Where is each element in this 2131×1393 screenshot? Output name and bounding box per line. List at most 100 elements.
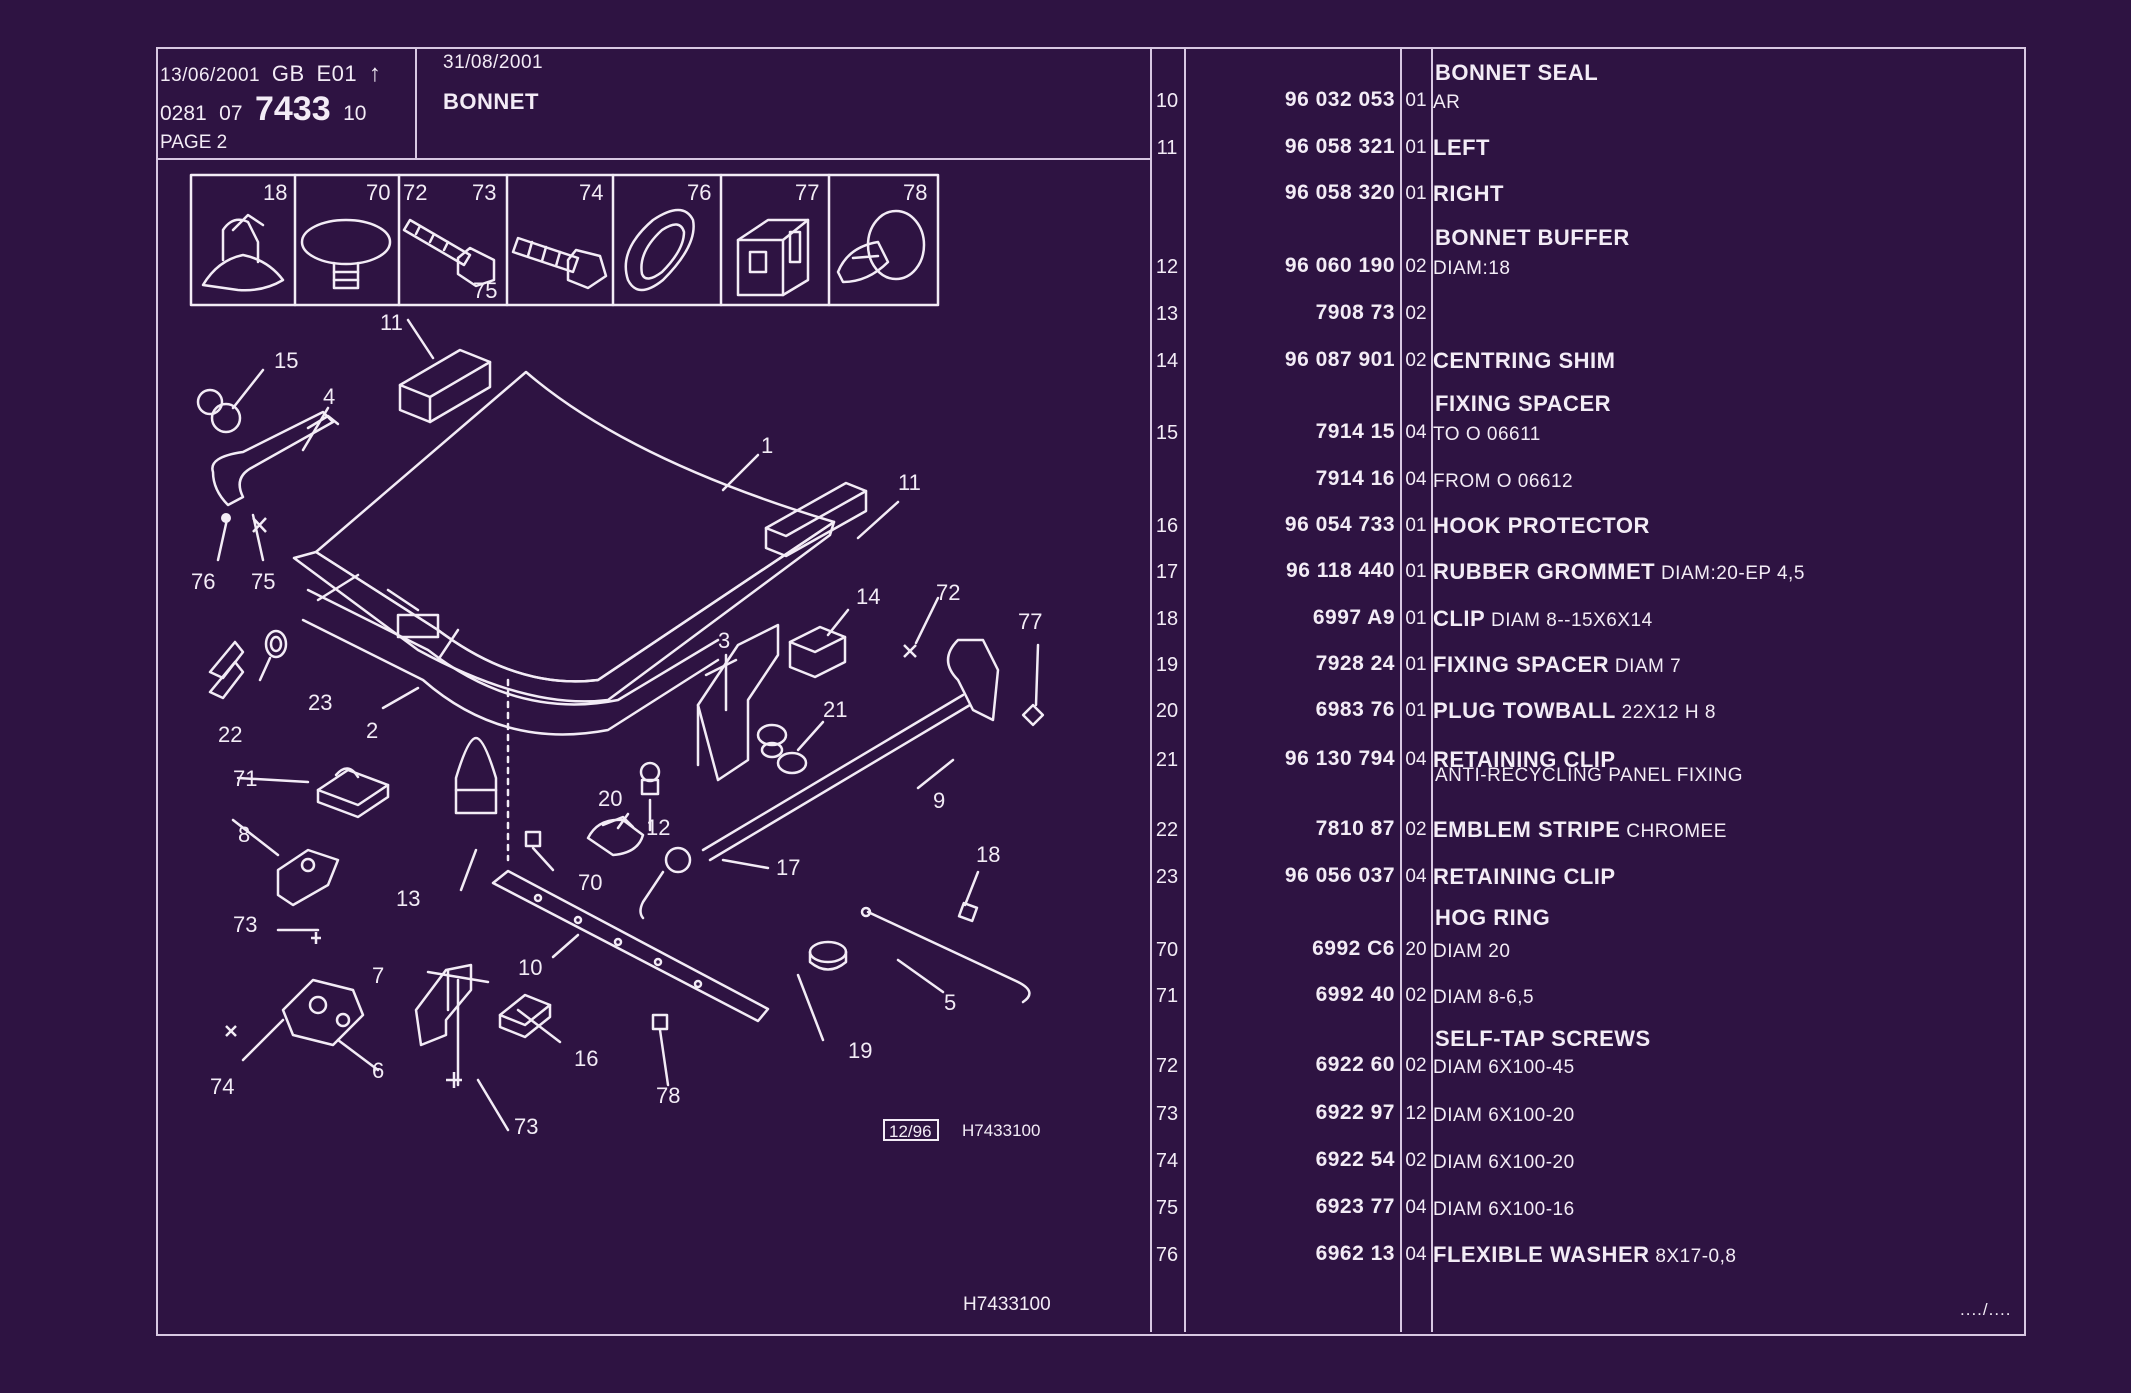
heading-bonnet-buffer: BONNET BUFFER bbox=[1435, 225, 1630, 250]
part-description: AR bbox=[1433, 88, 1460, 114]
callout-5: 5 bbox=[944, 990, 956, 1015]
part-name: LEFT bbox=[1433, 135, 1490, 160]
callout-22: 22 bbox=[218, 722, 242, 747]
part-quantity: 04 bbox=[1405, 1244, 1427, 1265]
part-name: CLIP bbox=[1433, 606, 1486, 631]
part-name: CENTRING SHIM bbox=[1433, 348, 1616, 373]
part-index: 21 bbox=[1155, 749, 1179, 771]
thumb-label-78: 78 bbox=[903, 180, 927, 205]
header-code-b: 07 bbox=[219, 102, 243, 125]
part-index: 73 bbox=[1155, 1103, 1179, 1125]
part-quantity: 20 bbox=[1405, 939, 1427, 960]
part-name: HOOK PROTECTOR bbox=[1433, 513, 1650, 538]
exploded-diagram: 18 70 72 73 74 76 77 78 75 1 2 3 4 5 6 7… bbox=[189, 173, 1051, 1315]
page-title: BONNET bbox=[443, 89, 539, 114]
bracket-part bbox=[696, 623, 780, 782]
heading-self-tap-screws: SELF-TAP SCREWS bbox=[1435, 1026, 1651, 1051]
part-description: DIAM 20 bbox=[1433, 937, 1510, 963]
part-quantity: 02 bbox=[1405, 303, 1427, 324]
part-reference: 7928 24 bbox=[1315, 652, 1395, 675]
rule-header-divider bbox=[415, 48, 417, 159]
screw-thumb-icon bbox=[402, 218, 496, 288]
part-quantity: 02 bbox=[1405, 1055, 1427, 1076]
emblem-stripe-part bbox=[208, 640, 245, 700]
part-reference: 96 060 190 bbox=[1284, 254, 1395, 277]
bonnet-seal-front bbox=[398, 348, 492, 424]
callout-71: 71 bbox=[233, 766, 257, 791]
cable-part bbox=[860, 906, 1031, 1004]
thumb-label-76: 76 bbox=[687, 180, 711, 205]
callout-77: 77 bbox=[1018, 609, 1042, 634]
header-edition: E01 bbox=[316, 61, 358, 86]
part-quantity: 01 bbox=[1405, 137, 1427, 158]
part-reference: 6962 13 bbox=[1315, 1242, 1395, 1265]
part-index: 18 bbox=[1155, 608, 1179, 630]
part-reference: 6923 77 bbox=[1315, 1195, 1395, 1218]
part-detail: DIAM 20 bbox=[1433, 941, 1511, 962]
rule-index-right bbox=[1184, 48, 1186, 1332]
callout-76: 76 bbox=[191, 569, 215, 594]
part-index: 23 bbox=[1155, 866, 1179, 888]
thumb-label-72: 72 bbox=[403, 180, 427, 205]
part-description: LEFT bbox=[1433, 135, 1490, 161]
part-reference: 6922 60 bbox=[1315, 1053, 1395, 1076]
diagram-stamp: 12/96 bbox=[889, 1122, 932, 1141]
part-reference: 6992 C6 bbox=[1312, 937, 1395, 960]
part-index: 76 bbox=[1155, 1244, 1179, 1266]
part-reference: 6922 54 bbox=[1315, 1148, 1395, 1171]
part-index: 14 bbox=[1155, 350, 1179, 372]
part-quantity: 02 bbox=[1405, 256, 1427, 277]
part-description: RETAINING CLIP bbox=[1433, 747, 1616, 773]
callout-72: 72 bbox=[936, 580, 960, 605]
part-index: 74 bbox=[1155, 1150, 1179, 1172]
part-detail: AR bbox=[1433, 92, 1461, 113]
part-quantity: 01 bbox=[1405, 183, 1427, 204]
washer-thumb-icon bbox=[624, 208, 695, 292]
push-pin-thumb-icon bbox=[300, 218, 392, 290]
latch-part bbox=[281, 978, 365, 1047]
part-reference: 6992 40 bbox=[1315, 983, 1395, 1006]
bonnet-panel bbox=[292, 370, 836, 736]
part-index: 72 bbox=[1155, 1055, 1179, 1077]
part-name: RETAINING CLIP bbox=[1433, 747, 1616, 772]
callout-14: 14 bbox=[856, 584, 880, 609]
part-index: 20 bbox=[1155, 700, 1179, 722]
thumb-label-18: 18 bbox=[263, 180, 287, 205]
part-index: 19 bbox=[1155, 654, 1179, 676]
hog-ring-clip-part bbox=[316, 767, 390, 819]
rule-ref-right bbox=[1400, 48, 1402, 1332]
callout-20: 20 bbox=[598, 786, 622, 811]
callout-6: 6 bbox=[372, 1058, 384, 1083]
retaining-clip-thumb-icon bbox=[736, 218, 810, 297]
part-quantity: 01 bbox=[1405, 654, 1427, 675]
part-quantity: 02 bbox=[1405, 819, 1427, 840]
part-reference: 6922 97 bbox=[1315, 1101, 1395, 1124]
part-detail: 8X17-0,8 bbox=[1655, 1246, 1737, 1267]
part-reference: 96 130 794 bbox=[1284, 747, 1395, 770]
part-reference: 96 058 320 bbox=[1284, 181, 1395, 204]
callout-21: 21 bbox=[823, 697, 847, 722]
callout-3: 3 bbox=[718, 628, 730, 653]
part-index: 16 bbox=[1155, 515, 1179, 537]
plug-towball-part bbox=[586, 815, 645, 857]
part-detail: DIAM 7 bbox=[1614, 656, 1682, 677]
part-description: DIAM 8-6,5 bbox=[1433, 983, 1534, 1009]
callout-73a: 73 bbox=[233, 912, 257, 937]
rule-diagram-right bbox=[1150, 48, 1152, 1332]
fixing-spacer-part bbox=[808, 940, 848, 971]
callout-10: 10 bbox=[518, 955, 542, 980]
part-reference: 96 054 733 bbox=[1284, 513, 1395, 536]
part-description: DIAM 6X100-20 bbox=[1433, 1148, 1575, 1174]
part-detail: DIAM 8--15X6X14 bbox=[1490, 610, 1653, 631]
callout-19: 19 bbox=[848, 1038, 872, 1063]
part-detail: DIAM:18 bbox=[1433, 258, 1511, 279]
prop-rod-part bbox=[639, 638, 1000, 920]
thumb-label-74: 74 bbox=[579, 180, 603, 205]
sheet-frame bbox=[156, 47, 2026, 1336]
part-detail: DIAM 6X100-45 bbox=[1433, 1057, 1575, 1078]
part-detail: FROM O 06612 bbox=[1433, 471, 1574, 492]
thumb-label-70: 70 bbox=[366, 180, 390, 205]
hook-protector-part bbox=[196, 388, 340, 507]
part-quantity: 04 bbox=[1405, 422, 1427, 443]
header-page: PAGE 2 bbox=[160, 132, 228, 153]
